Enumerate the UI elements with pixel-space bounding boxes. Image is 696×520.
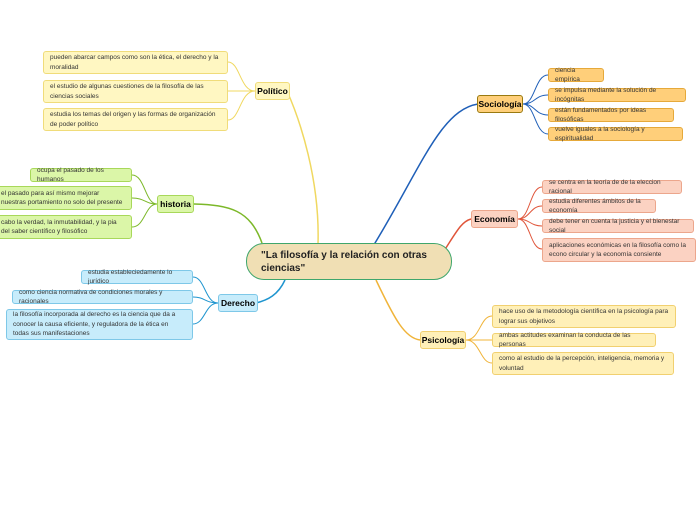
sociologia-item-4-text: vuelve iguales a la sociología y espirit… (555, 125, 645, 143)
branch-sociologia-label: Sociología (478, 99, 522, 109)
branch-derecho-label: Derecho (221, 298, 256, 308)
branch-psicologia[interactable]: Psicología (420, 331, 466, 349)
central-topic-label: "La filosofía y la relación con otras ci… (261, 249, 427, 274)
sociologia-item-1[interactable]: ciencia empírica (548, 66, 604, 84)
derecho-item-3-text: la filosofía incorporada al derecho es l… (13, 311, 176, 338)
historia-item-3[interactable]: cabo la verdad, la inmutabilidad, y la p… (0, 215, 132, 239)
psicologia-item-3[interactable]: como al estudio de la percepción, inteli… (492, 352, 674, 375)
psicologia-item-2-text: ambas actitudes examinan la conducta de … (499, 331, 631, 349)
economia-item-1-text: se centra en la teoría de de la eleccion… (549, 178, 661, 196)
historia-item-1[interactable]: ocupa el pasado de los humanos (30, 166, 132, 184)
branch-derecho[interactable]: Derecho (218, 294, 258, 312)
sociologia-item-2[interactable]: se impulsa mediante la solución de incóg… (548, 86, 686, 104)
sociologia-item-4[interactable]: vuelve iguales a la sociología y espirit… (548, 125, 683, 143)
psicologia-item-3-text: como al estudio de la percepción, inteli… (499, 355, 665, 372)
sociologia-item-1-text: ciencia empírica (555, 66, 580, 84)
branch-sociologia[interactable]: Sociología (477, 95, 523, 113)
derecho-item-2[interactable]: como ciencia normativa de condiciones mo… (12, 288, 193, 306)
economia-item-1[interactable]: se centra en la teoría de de la eleccion… (542, 178, 682, 196)
politico-item-1-text: pueden abarcar campos como son la ética,… (50, 54, 219, 71)
sociologia-item-3[interactable]: están fundamentados por ideas filosófica… (548, 106, 674, 124)
politico-item-3-text: estudia los temas del origen y las forma… (50, 111, 216, 128)
branch-politico[interactable]: Político (255, 82, 290, 100)
economia-item-2-text: estudia diferentes ámbitos de la economí… (549, 197, 641, 215)
politico-item-2-text: el estudio de algunas cuestiones de la f… (50, 83, 204, 100)
sociologia-item-2-text: se impulsa mediante la solución de incóg… (555, 86, 657, 104)
economia-item-3[interactable]: debe tener en cuenta la justicia y el bi… (542, 217, 694, 235)
derecho-item-1[interactable]: estudia estableciedamente lo jurídico (81, 268, 193, 286)
psicologia-item-2[interactable]: ambas actitudes examinan la conducta de … (492, 331, 656, 349)
branch-economia-label: Economía (474, 214, 515, 224)
historia-item-2-text: el pasado para así mismo mejorar nuestra… (1, 189, 123, 207)
politico-item-2[interactable]: el estudio de algunas cuestiones de la f… (43, 80, 228, 103)
derecho-item-3[interactable]: la filosofía incorporada al derecho es l… (6, 309, 193, 340)
psicologia-item-1[interactable]: hace uso de la metodología científica en… (492, 305, 676, 328)
branch-economia[interactable]: Economía (471, 210, 518, 228)
derecho-item-1-text: estudia estableciedamente lo jurídico (88, 268, 173, 286)
historia-item-1-text: ocupa el pasado de los humanos (37, 166, 104, 184)
politico-item-3[interactable]: estudia los temas del origen y las forma… (43, 108, 228, 131)
economia-item-3-text: debe tener en cuenta la justicia y el bi… (549, 217, 680, 235)
psicologia-item-1-text: hace uso de la metodología científica en… (499, 308, 669, 325)
historia-item-3-text: cabo la verdad, la inmutabilidad, y la p… (1, 218, 117, 236)
historia-item-2[interactable]: el pasado para así mismo mejorar nuestra… (0, 186, 132, 210)
derecho-item-2-text: como ciencia normativa de condiciones mo… (19, 288, 163, 306)
economia-item-2[interactable]: estudia diferentes ámbitos de la economí… (542, 197, 656, 215)
branch-psicologia-label: Psicología (421, 335, 465, 345)
sociologia-item-3-text: están fundamentados por ideas filosófica… (555, 106, 647, 124)
central-topic[interactable]: "La filosofía y la relación con otras ci… (246, 243, 452, 280)
branch-historia[interactable]: historia (157, 195, 194, 213)
economia-item-4[interactable]: aplicaciones económicas en la filosofía … (542, 238, 696, 262)
politico-item-1[interactable]: pueden abarcar campos como son la ética,… (43, 51, 228, 74)
branch-politico-label: Político (257, 86, 288, 96)
economia-item-4-text: aplicaciones económicas en la filosofía … (549, 241, 686, 259)
branch-historia-label: historia (160, 199, 191, 209)
